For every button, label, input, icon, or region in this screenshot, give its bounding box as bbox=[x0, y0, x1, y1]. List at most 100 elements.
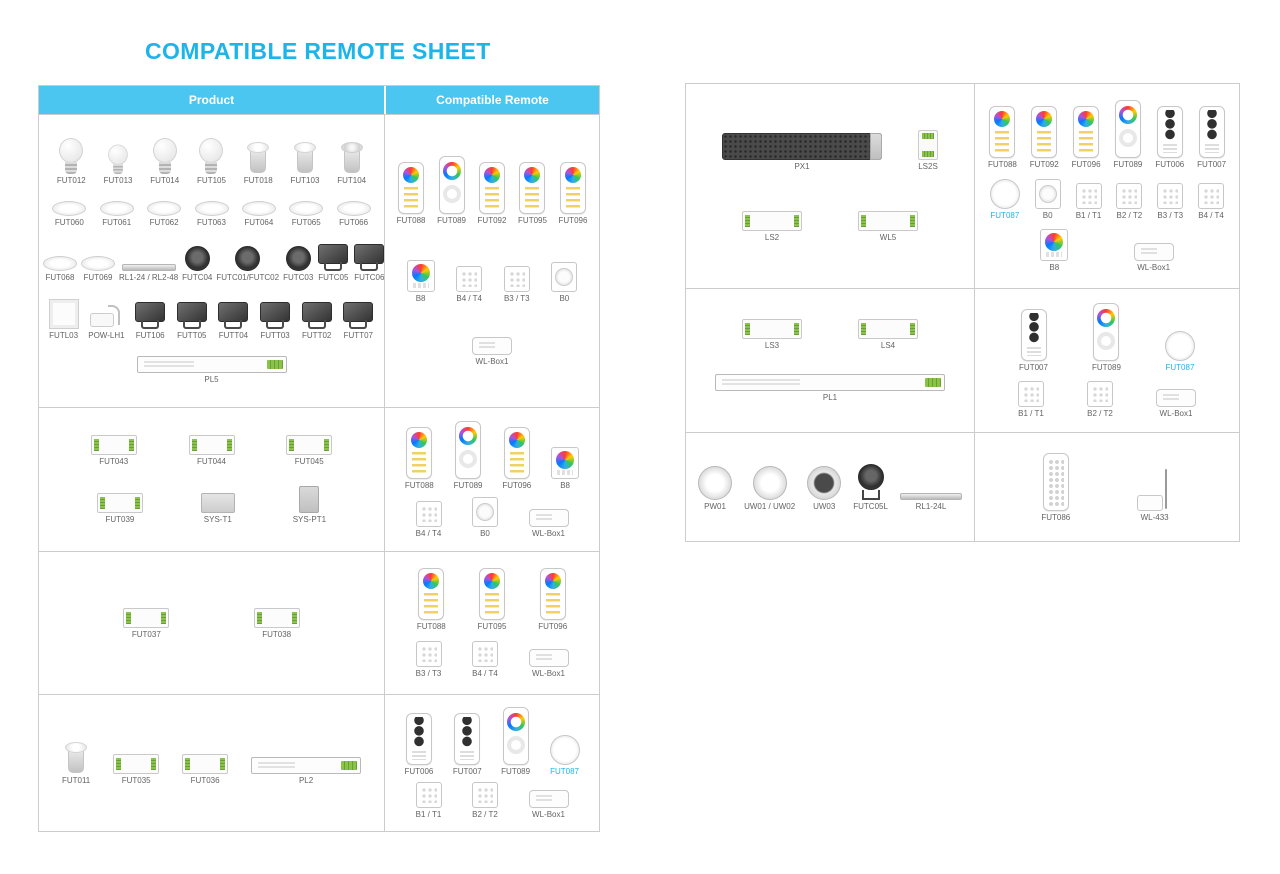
sheet-item: FUT011 bbox=[61, 741, 91, 785]
gu10-image bbox=[65, 741, 88, 774]
item-label: FUT006 bbox=[1155, 159, 1185, 169]
sheet-item: WL-Box1 bbox=[528, 509, 569, 538]
item-label: FUT089 bbox=[437, 215, 466, 225]
sheet-item: FUTC03 bbox=[283, 245, 314, 282]
remote-line: B8 WL-Box1 bbox=[979, 229, 1235, 272]
remote-line: FUT088 FUT089 FUT096 B8 bbox=[389, 421, 595, 490]
sheet-item: FUT012 bbox=[57, 137, 86, 185]
compatibility-table-right: PX1 LS2S LS2 WL5 FUT088 FUT092 FUT096 FU… bbox=[685, 83, 1240, 542]
puck-image bbox=[549, 735, 580, 765]
item-label: B4 / T4 bbox=[1198, 210, 1224, 220]
sheet-item: FUT018 bbox=[243, 141, 273, 185]
item-label: B4 / T4 bbox=[472, 669, 498, 678]
item-label: POW-LH1 bbox=[88, 330, 125, 340]
product-line: LS2 WL5 bbox=[690, 211, 970, 242]
item-label: FUT096 bbox=[502, 481, 532, 490]
vbox-image bbox=[299, 486, 320, 514]
sheet-item: FUT088 bbox=[405, 427, 434, 490]
item-label: FUT006 bbox=[404, 767, 434, 776]
sheet-item: B2 / T2 bbox=[472, 782, 498, 819]
item-label: FUT088 bbox=[416, 622, 446, 631]
item-label: B0 bbox=[559, 293, 570, 303]
spot-image bbox=[184, 245, 210, 271]
item-label: FUTT07 bbox=[343, 330, 373, 340]
remote-line: B3 / T3 B4 / T4 WL-Box1 bbox=[389, 641, 595, 678]
sheet-item: WL-Box1 bbox=[1133, 243, 1174, 272]
item-label: WL-Box1 bbox=[475, 357, 509, 367]
item-label: B1 / T1 bbox=[415, 810, 442, 819]
panel-wheel-image bbox=[406, 259, 435, 292]
table-row: PX1 LS2S LS2 WL5 FUT088 FUT092 FUT096 FU… bbox=[686, 84, 1239, 288]
sheet-item: FUT092 bbox=[1030, 105, 1059, 169]
sheet-item: FUT089 bbox=[454, 421, 483, 490]
panel-image bbox=[1018, 380, 1044, 407]
item-label: FUT105 bbox=[197, 175, 226, 185]
product-line: FUT012 FUT013 FUT014 FUT105 FUT018 FUT10… bbox=[43, 137, 380, 185]
item-label: PL5 bbox=[204, 375, 219, 385]
panel-round-image bbox=[551, 261, 578, 292]
wlbox-image bbox=[528, 649, 569, 667]
strip-image bbox=[136, 356, 287, 374]
item-label: WL-Box1 bbox=[532, 529, 565, 538]
item-label: FUT011 bbox=[61, 775, 91, 785]
bulb-image bbox=[59, 137, 84, 174]
sheet-item: FUTT05 bbox=[176, 301, 208, 340]
compatibility-table-left: Product Compatible Remote FUT012 FUT013 … bbox=[38, 85, 600, 832]
sheet-item: FUT089 bbox=[501, 707, 530, 776]
item-label: FUT018 bbox=[243, 175, 273, 185]
sheet-item: FUT013 bbox=[104, 138, 132, 185]
item-label: B1 / T1 bbox=[1075, 210, 1102, 220]
remote-wheel-image bbox=[398, 161, 425, 214]
wlbox-image bbox=[1133, 243, 1174, 262]
item-label: FUT095 bbox=[477, 622, 507, 631]
downlight-image bbox=[147, 201, 182, 217]
item-label: FUT035 bbox=[121, 775, 151, 785]
sheet-item: FUT043 bbox=[90, 434, 137, 466]
sheet-item: B4 / T4 bbox=[1198, 182, 1225, 220]
item-label: FUT096 bbox=[558, 215, 588, 225]
item-label: FUTT04 bbox=[218, 330, 249, 340]
sheet-item: FUT044 bbox=[188, 434, 235, 466]
product-cell: LS3 LS4 PL1 bbox=[686, 289, 974, 432]
ctrl-image bbox=[90, 434, 137, 455]
sheet-item: FUT060 bbox=[52, 201, 87, 227]
item-label: B8 bbox=[560, 481, 570, 490]
sheet-item: B2 / T2 bbox=[1087, 380, 1113, 418]
sheet-item: LS3 bbox=[742, 319, 802, 350]
sheet-item: FUT007 bbox=[1197, 105, 1227, 169]
wlbox-image bbox=[1156, 388, 1196, 407]
product-line: PX1 LS2S bbox=[690, 130, 970, 171]
item-label: RL1-24L bbox=[915, 501, 947, 511]
flood-image bbox=[217, 301, 249, 329]
item-label: FUT063 bbox=[197, 218, 226, 228]
remote-line: FUT087 B0 B1 / T1 B2 / T2 B3 / T3 B4 / T… bbox=[979, 178, 1235, 220]
roundlight-image bbox=[807, 465, 842, 500]
sheet-item: FUT092 bbox=[478, 161, 506, 225]
ctrl-image bbox=[286, 434, 333, 455]
remote-buttons-image bbox=[454, 713, 481, 765]
gu10-image bbox=[293, 141, 316, 174]
panel-round-image bbox=[1034, 178, 1061, 209]
item-label: FUT039 bbox=[105, 515, 135, 525]
sheet-item: B8 bbox=[1040, 229, 1069, 272]
item-label: FUT007 bbox=[1197, 159, 1227, 169]
product-line: PW01 UW01 / UW02 UW03 FUTC05L RL1-24L bbox=[690, 463, 970, 511]
ctrl-image bbox=[858, 211, 918, 231]
table-row: FUT037 FUT038 FUT088 FUT095 FUT096 B3 / … bbox=[39, 551, 599, 694]
item-label: FUTC06 bbox=[354, 272, 385, 282]
sheet-item: POW-LH1 bbox=[88, 304, 125, 340]
remote-cell: FUT088 FUT089 FUT092 FUT095 FUT096 B8 B4… bbox=[384, 115, 599, 407]
item-label: FUTC03 bbox=[283, 272, 314, 282]
item-label: UW03 bbox=[813, 501, 836, 511]
product-cell: PW01 UW01 / UW02 UW03 FUTC05L RL1-24L bbox=[686, 433, 974, 541]
item-label: WL-Box1 bbox=[532, 810, 565, 819]
sheet-item: FUT095 bbox=[477, 568, 507, 631]
page-title: COMPATIBLE REMOTE SHEET bbox=[145, 38, 491, 64]
sheet-item: PL2 bbox=[251, 756, 362, 785]
sheet-item: WL5 bbox=[858, 211, 918, 242]
item-label: FUT104 bbox=[337, 175, 367, 185]
item-label: PW01 bbox=[704, 501, 726, 511]
remote-rotary-image bbox=[438, 155, 465, 214]
item-label: FUT044 bbox=[197, 456, 226, 466]
remote-column-header: Compatible Remote bbox=[384, 86, 599, 114]
